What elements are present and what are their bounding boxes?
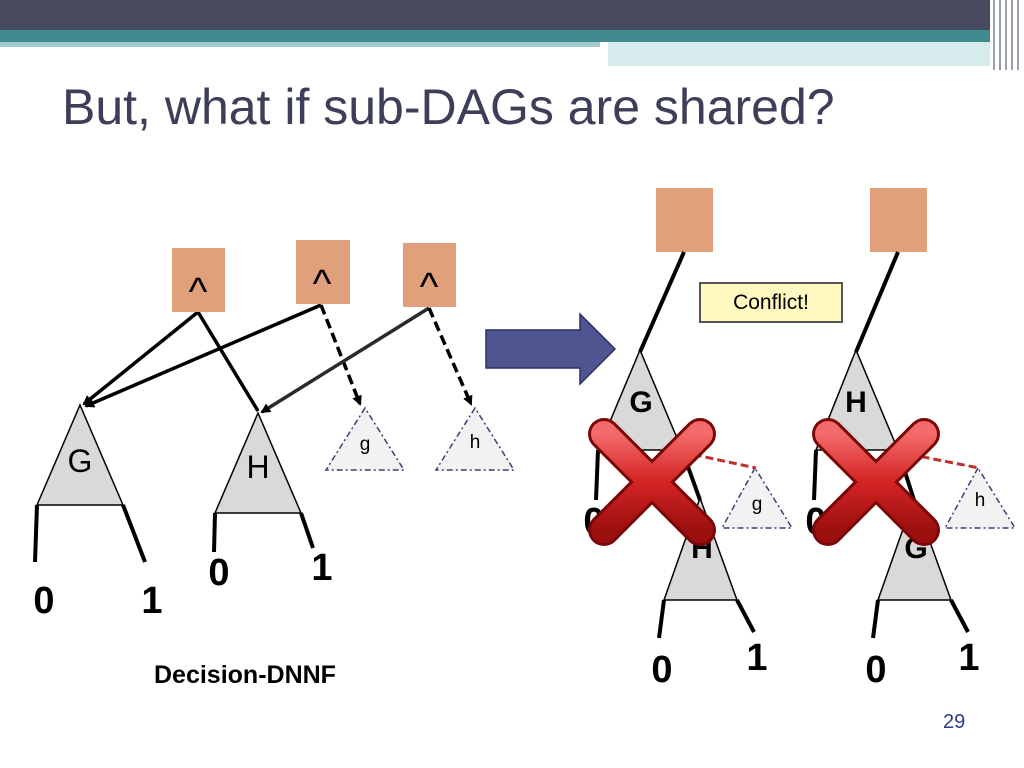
header-band <box>0 0 1024 70</box>
subdag-g-triangle <box>324 406 406 471</box>
right-b-root-node <box>870 188 927 252</box>
H-leaf-right: 1 <box>311 547 332 589</box>
subdag-h-triangle <box>434 406 516 471</box>
right-a-inner-triangle <box>662 495 739 601</box>
right-a-root-node <box>656 188 713 252</box>
right-b-sub-triangle <box>943 466 1017 529</box>
conflict-callout: Conflict! <box>699 282 843 323</box>
and-node-3 <box>403 243 456 307</box>
triangle-H <box>213 411 303 514</box>
page-number: 29 <box>943 711 966 733</box>
slide-title: But, what if sub-DAGs are shared? <box>62 79 835 135</box>
right-b-leaf-right: 1 <box>958 637 979 679</box>
cross-icon <box>812 418 940 546</box>
and-node-1 <box>172 248 225 312</box>
and-symbol-2: ^ <box>313 262 332 306</box>
and-symbol-1: ^ <box>189 270 208 314</box>
H-leaf-left: 0 <box>208 552 229 594</box>
triangle-H-label: H <box>246 449 269 485</box>
triangle-G <box>35 403 125 506</box>
subdag-h-label: h <box>470 432 481 453</box>
right-diagram-a: G H g 0 0 1 <box>583 188 794 691</box>
transform-arrow <box>485 312 617 386</box>
cross-icon <box>588 418 716 546</box>
and-symbol-3: ^ <box>420 265 439 309</box>
left-diagram: ^ ^ ^ G H g h 0 1 0 1 <box>33 240 516 622</box>
right-a-leaf-left: 0 <box>651 649 672 691</box>
right-b-sub-label: h <box>975 490 986 511</box>
right-diagram-b: H G h 0 0 1 <box>805 188 1017 691</box>
right-a-top-label: G <box>629 386 652 419</box>
G-leaf-left: 0 <box>33 580 54 622</box>
right-a-leaf-right: 1 <box>746 637 767 679</box>
diagram-caption: Decision-DNNF <box>154 661 336 689</box>
right-a-sub-label: g <box>752 494 763 515</box>
and-node-2 <box>296 240 350 304</box>
G-leaf-right: 1 <box>141 580 162 622</box>
subdag-g-label: g <box>360 434 371 455</box>
right-b-top-label: H <box>845 386 867 419</box>
right-b-leaf-left: 0 <box>865 649 886 691</box>
right-a-sub-triangle <box>720 466 794 529</box>
triangle-G-label: G <box>68 443 93 479</box>
right-b-inner-triangle <box>876 495 953 601</box>
